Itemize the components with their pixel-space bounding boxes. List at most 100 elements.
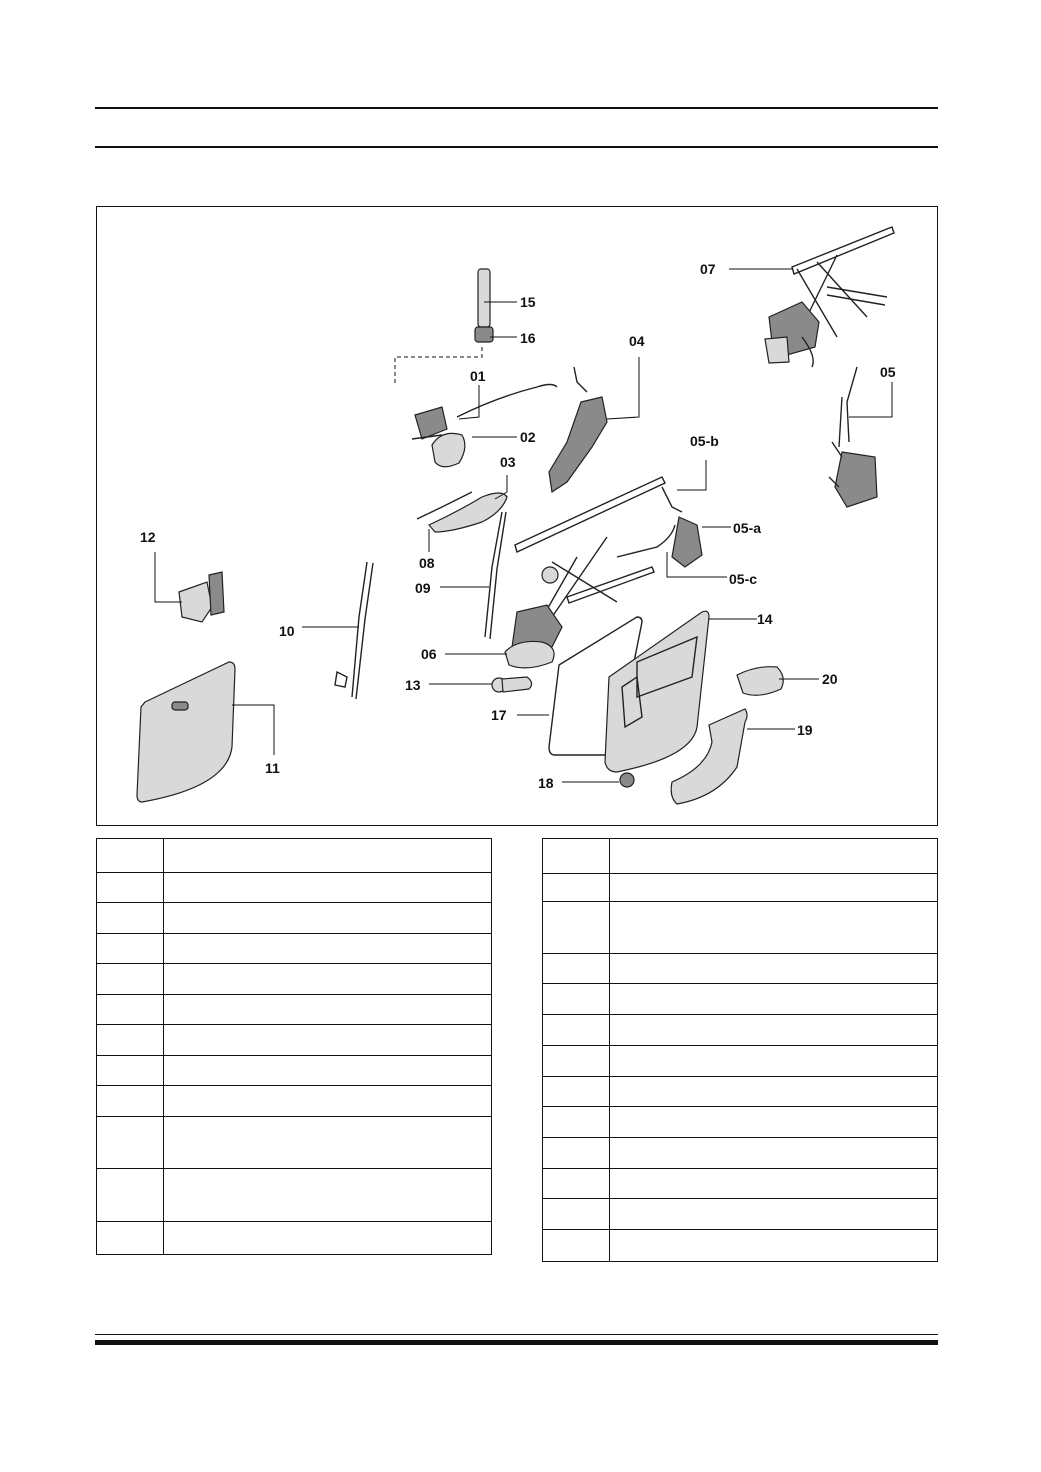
table-row (96, 933, 492, 964)
item-description-cell (163, 1024, 492, 1056)
item-number-cell (96, 1116, 164, 1169)
callout-11: 11 (265, 760, 280, 776)
item-number-cell (96, 902, 164, 934)
callout-07: 07 (700, 261, 716, 277)
part-01-02-inner-handle (411, 383, 558, 468)
callout-15: 15 (520, 294, 536, 310)
table-row (96, 1221, 492, 1255)
item-number-cell (96, 1055, 164, 1086)
callout-10: 10 (279, 623, 295, 639)
item-number-cell (96, 1168, 164, 1222)
item-number-cell (542, 983, 610, 1015)
table-row (542, 838, 938, 874)
callout-06: 06 (421, 646, 437, 662)
item-number-cell (96, 1221, 164, 1255)
item-description-cell (163, 994, 492, 1025)
part-19-pull-cup (736, 666, 784, 696)
item-description-cell (163, 1116, 492, 1169)
table-row (542, 953, 938, 984)
callout-05-b: 05-b (690, 433, 719, 449)
table-row (542, 1168, 938, 1199)
item-description-cell (609, 1076, 938, 1107)
diagram-drawing: 07 15 16 04 05 01 02 05-b 03 05-a 12 08 … (136, 226, 896, 805)
table-row (96, 1116, 492, 1169)
part-07-window-regulator (764, 226, 895, 368)
callout-13: 12 (140, 529, 156, 545)
callout-03: 03 (500, 454, 516, 470)
item-number-cell (542, 1229, 610, 1262)
table-row (542, 1137, 938, 1169)
table-row (542, 1076, 938, 1107)
table-row (96, 872, 492, 903)
item-description-cell (609, 983, 938, 1015)
callout-08: 08 (419, 555, 435, 571)
part-06-regulator-assembly (504, 476, 703, 669)
item-description-cell (609, 1198, 938, 1230)
item-description-cell (609, 873, 938, 902)
item-number-cell (542, 1137, 610, 1169)
table-row (542, 873, 938, 902)
item-number-cell (96, 994, 164, 1025)
table-row (542, 983, 938, 1015)
item-description-cell (163, 902, 492, 934)
callout-05-a: 05-a (733, 520, 761, 536)
part-15-16-lock-knob (394, 268, 494, 385)
item-description-cell (163, 872, 492, 903)
parts-table-left (96, 838, 492, 1255)
callout-09: 09 (415, 580, 431, 596)
footer-rule-thin (95, 1334, 938, 1335)
part-09-glass-run (484, 511, 507, 640)
item-number-cell (542, 953, 610, 984)
table-row (542, 1106, 938, 1138)
item-description-cell (609, 901, 938, 954)
part-12-door-trim (604, 610, 710, 773)
item-number-cell (542, 873, 610, 902)
table-row (542, 1014, 938, 1046)
table-row (542, 901, 938, 954)
item-number-cell (542, 1076, 610, 1107)
callout-12: 14 (757, 611, 773, 627)
table-row (96, 902, 492, 934)
callout-14: 13 (405, 677, 421, 693)
item-number-cell (542, 838, 610, 874)
leader-lines (154, 268, 893, 783)
header-rule-bottom (95, 146, 938, 148)
table-row (96, 1168, 492, 1222)
callout-04: 04 (629, 333, 645, 349)
table-row (96, 963, 492, 995)
table-row (96, 994, 492, 1025)
part-05-door-lock (828, 366, 878, 508)
callout-05: 05 (880, 364, 896, 380)
item-description-cell (163, 1168, 492, 1222)
callout-05-c: 05-c (729, 571, 757, 587)
part-18-armrest (670, 708, 748, 805)
part-11-inner-panel (136, 661, 236, 803)
item-number-cell (96, 1024, 164, 1056)
callout-19: 20 (822, 671, 838, 687)
parts-table-right (542, 838, 938, 1262)
callout-20: 17 (491, 707, 507, 723)
table-row (96, 1024, 492, 1056)
item-description-cell (609, 1137, 938, 1169)
item-description-cell (609, 1045, 938, 1077)
item-description-cell (163, 1221, 492, 1255)
exploded-parts-diagram: 07 15 16 04 05 01 02 05-b 03 05-a 12 08 … (96, 206, 938, 826)
part-03-08-trim (416, 491, 508, 533)
header-rule-top (95, 107, 938, 109)
item-description-cell (609, 953, 938, 984)
table-row (542, 1198, 938, 1230)
item-number-cell (542, 1106, 610, 1138)
part-04-door-latch (548, 366, 608, 494)
item-number-cell (96, 872, 164, 903)
table-row (96, 1055, 492, 1086)
item-number-cell (542, 1045, 610, 1077)
part-13-hinge (178, 571, 225, 623)
item-number-cell (96, 838, 164, 873)
callout-16: 16 (520, 330, 536, 346)
item-number-cell (96, 933, 164, 964)
table-row (96, 838, 492, 873)
item-number-cell (542, 1198, 610, 1230)
item-description-cell (163, 838, 492, 873)
item-number-cell (96, 1085, 164, 1117)
item-description-cell (609, 838, 938, 874)
